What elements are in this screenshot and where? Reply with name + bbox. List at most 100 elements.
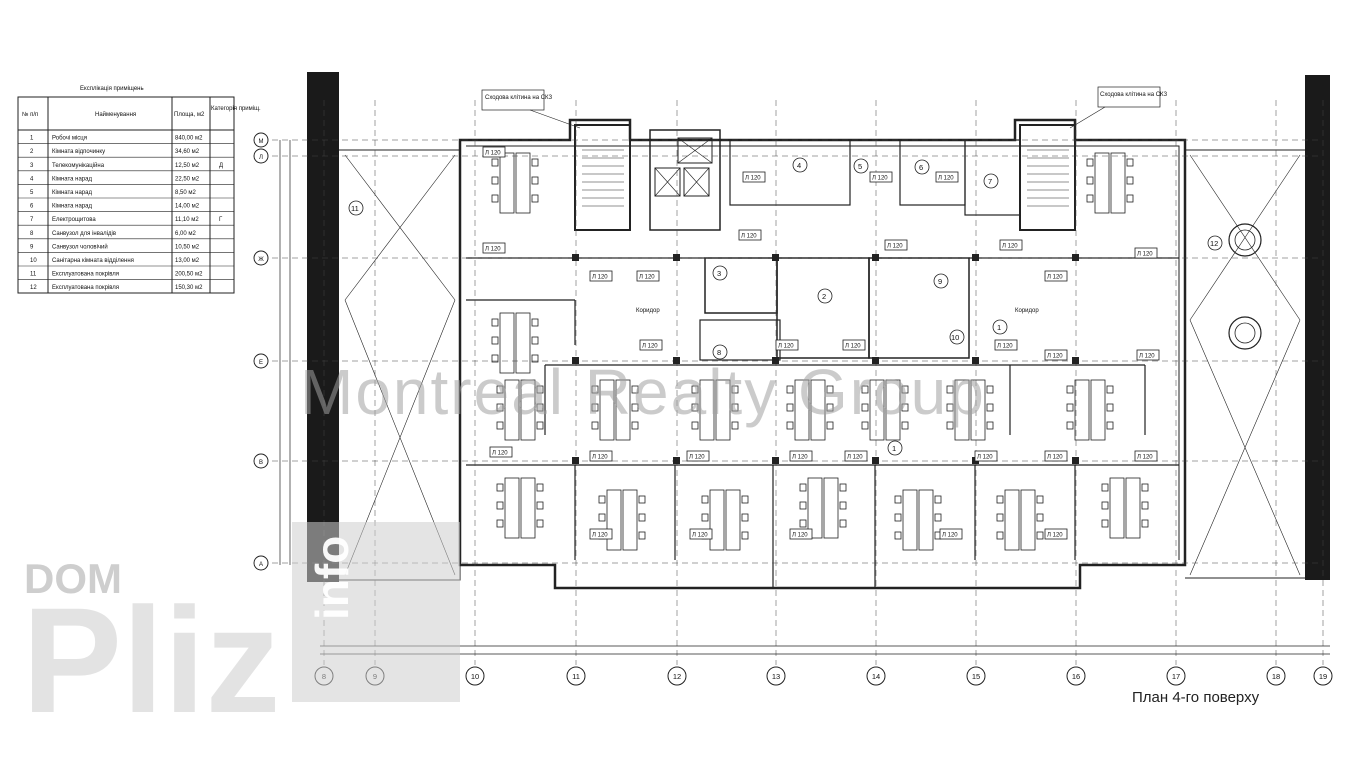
room-mark-9: 9 — [938, 277, 942, 286]
legend-cell-area: 10,50 м2 — [175, 244, 200, 250]
grid-column-label: 11 — [572, 672, 580, 681]
desk-cluster — [701, 489, 749, 551]
lamp-tag — [1134, 450, 1158, 462]
grid-column-bubble — [866, 666, 886, 686]
grid-column-bubble — [766, 666, 786, 686]
legend-cell-n: 6 — [30, 204, 34, 210]
legend-cell-area: 12,50 м2 — [175, 163, 200, 169]
legend-cell-n: 4 — [30, 176, 34, 182]
desk-groups: Л 120 Л 120 Л 120 Л 120 Л 120 Л 120 Л 120 Л 120… — [482, 146, 1160, 551]
desk-cluster — [786, 379, 834, 441]
legend-cell-area: 22,50 м2 — [175, 176, 200, 182]
lamp-tag-label: Л 120 — [872, 176, 888, 182]
grid-column-label: 16 — [1072, 672, 1080, 681]
legend-cell-area: 200,50 м2 — [175, 272, 203, 278]
lamp-tag-label: Л 120 — [1002, 244, 1018, 250]
legend-cell-name: Телекомунікаційна — [52, 162, 105, 169]
grid-column-bubble — [1166, 666, 1186, 686]
legend-cell-area: 11,10 м2 — [175, 217, 199, 223]
lamp-tag — [935, 171, 959, 183]
lamp-tag — [974, 450, 998, 462]
lamp-tag — [589, 450, 613, 462]
lamp-tag-label: Л 120 — [642, 344, 658, 350]
legend-cell-area: 34,60 м2 — [175, 149, 200, 155]
desk-cluster — [591, 379, 639, 441]
legend-cell-n: 8 — [30, 231, 34, 237]
grid-column-label: 17 — [1172, 672, 1180, 681]
room-mark-1b: 1 — [997, 323, 1001, 332]
lamp-tag — [636, 270, 660, 282]
lamp-tag-label: Л 120 — [1047, 275, 1063, 281]
grid-column-label: 18 — [1272, 672, 1280, 681]
lamp-tag-label: Л 120 — [745, 176, 761, 182]
room-mark-2: 2 — [822, 292, 826, 301]
lamp-tag-label: Л 120 — [1047, 533, 1063, 539]
lamp-tag-label: Л 120 — [639, 275, 655, 281]
legend-cell-name: Кімната нарад — [52, 176, 92, 182]
desk-cluster — [1066, 379, 1114, 441]
lamp-tag — [844, 450, 868, 462]
legend-cell-name: Кімната нарад — [52, 204, 92, 210]
stair-notes: Сходова клітина на СКЗ Сходова клітина н… — [481, 86, 1167, 129]
lamp-tag — [842, 339, 866, 351]
lamp-tag-label: Л 120 — [1139, 354, 1155, 360]
room-mark-4: 4 — [797, 161, 801, 170]
legend-cell-n: 10 — [30, 258, 37, 264]
lamp-tag — [869, 171, 893, 183]
lamp-tag-label: Л 120 — [847, 455, 863, 461]
room-mark-6: 6 — [919, 163, 923, 172]
legend-cell-cat: Д — [219, 163, 223, 169]
legend-title: Експлікація приміщень — [80, 86, 144, 92]
grid-column-bubble — [1066, 666, 1086, 686]
legend-cell-n: 5 — [30, 190, 34, 196]
lamp-tag-label: Л 120 — [792, 455, 808, 461]
grid-column-label: 8 — [322, 672, 326, 681]
legend-cell-n: 9 — [30, 244, 34, 250]
grid-row-label: В — [259, 460, 263, 466]
desk-cluster — [491, 312, 539, 374]
lamp-tag — [689, 528, 713, 540]
grid-row-markers: М Л Ж Е В А — [253, 132, 269, 571]
grid-row-bubble — [253, 555, 269, 571]
desk-cluster — [799, 477, 847, 539]
room-mark-3: 3 — [717, 269, 721, 278]
legend-header-name: Найменування — [95, 111, 136, 118]
desk-cluster — [996, 489, 1044, 551]
grid-row-label: Л — [259, 155, 263, 161]
grid-column-bubble — [465, 666, 485, 686]
grid-row-label: А — [259, 562, 263, 568]
grid-row-label: Ж — [258, 257, 264, 263]
lamp-tag-label: Л 120 — [938, 176, 954, 182]
grid-row-bubble — [253, 148, 269, 164]
lamp-tag-label: Л 120 — [942, 533, 958, 539]
desk-cluster — [1086, 152, 1134, 214]
legend-cell-n: 12 — [30, 285, 37, 291]
lamp-tag — [789, 528, 813, 540]
lamp-tag-label: Л 120 — [845, 344, 861, 350]
desk-cluster — [598, 489, 646, 551]
grid-column-label: 12 — [673, 672, 681, 681]
legend-cell-area: 8,50 м2 — [175, 190, 196, 196]
legend-header-category: Категорія приміщ. — [211, 106, 261, 112]
lamp-tag-label: Л 120 — [792, 533, 808, 539]
legend-cell-name: Робочі місця — [52, 136, 87, 142]
grid-row-label: Е — [259, 360, 263, 366]
legend-cell-area: 13,00 м2 — [175, 258, 200, 264]
legend-table: Експлікація приміщень № п/п Найменування… — [17, 86, 261, 294]
lamp-tag — [939, 528, 963, 540]
legend-header-no: № п/п — [22, 111, 38, 118]
lamp-tag-label: Л 120 — [692, 533, 708, 539]
grid-row-label: М — [259, 139, 264, 145]
lamp-tag — [589, 528, 613, 540]
grid-row-bubble — [253, 453, 269, 469]
lamp-tag — [742, 171, 766, 183]
room-mark-10: 10 — [951, 333, 959, 342]
lamp-tag-label: Л 120 — [592, 455, 608, 461]
lamp-tag — [999, 239, 1023, 251]
lamp-tag-label: Л 120 — [778, 344, 794, 350]
grid-column-label: 9 — [373, 672, 377, 681]
lamp-tag — [482, 242, 506, 254]
lamp-tag-label: Л 120 — [1047, 354, 1063, 360]
